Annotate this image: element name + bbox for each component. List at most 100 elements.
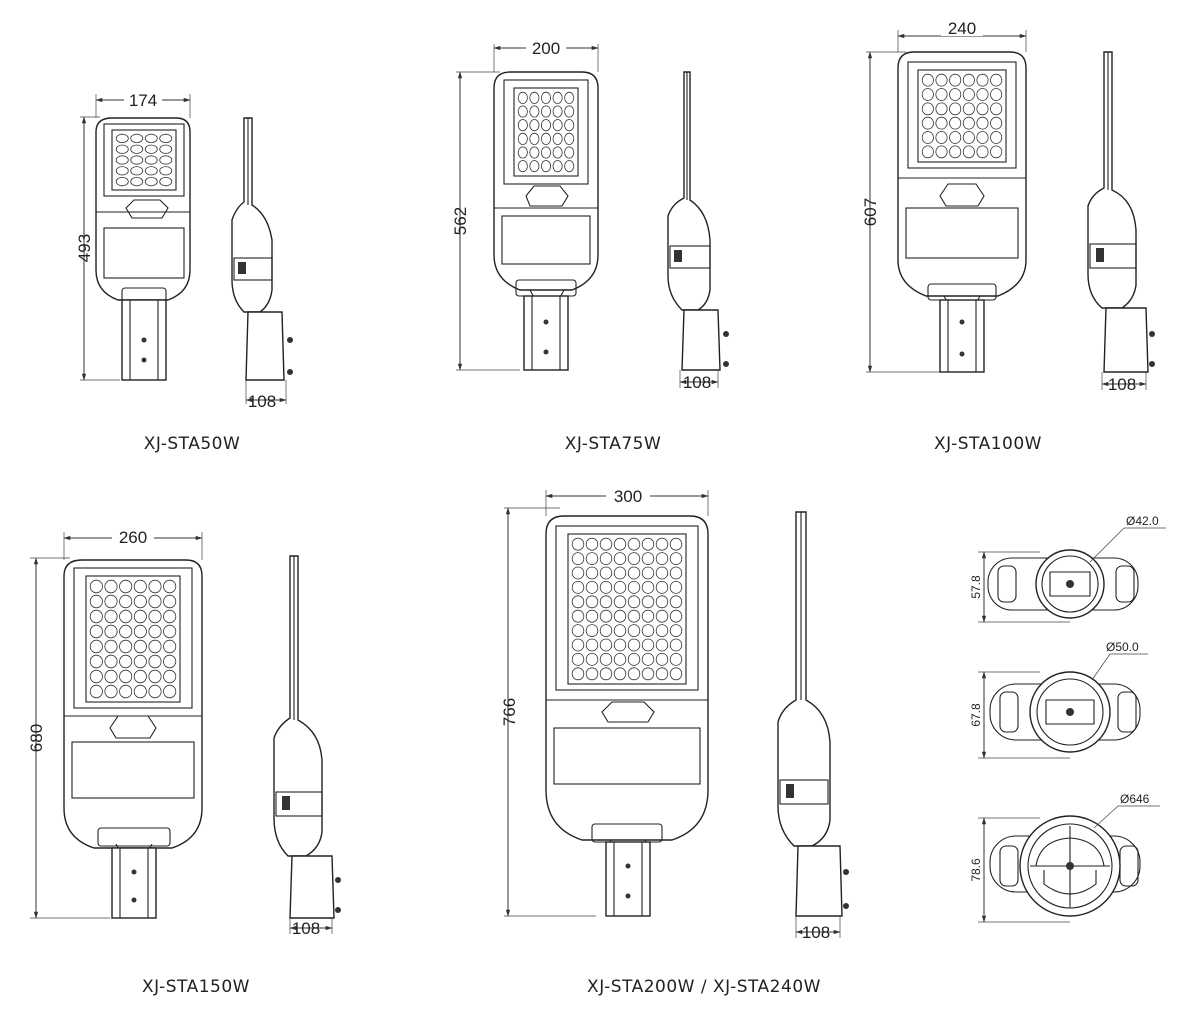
led-chip <box>159 133 173 143</box>
led-chip <box>104 624 118 639</box>
led-chip <box>133 654 147 669</box>
height-dimension: 562 <box>451 71 520 371</box>
mount-height-label: 67.8 <box>969 703 983 727</box>
led-chip <box>133 684 147 699</box>
led-chip <box>89 579 103 594</box>
led-chip <box>119 609 133 624</box>
led-chip <box>669 537 683 551</box>
led-chip <box>163 639 177 654</box>
led-chip <box>552 146 563 159</box>
height-label: 562 <box>451 207 470 235</box>
width-dimension: 300 <box>545 486 709 516</box>
led-chip <box>541 119 552 132</box>
led-chip <box>541 132 552 145</box>
led-chip <box>148 594 162 609</box>
led-chip <box>935 88 948 101</box>
led-chip <box>921 88 934 101</box>
side-view: 108 <box>777 511 849 942</box>
width-label: 300 <box>614 487 642 506</box>
led-chip <box>89 654 103 669</box>
led-chip <box>641 667 655 681</box>
model-caption: XJ-STA200W / XJ-STA240W <box>587 977 821 997</box>
mount-diameter-label: Ø42.0 <box>1126 514 1159 528</box>
led-chip <box>655 537 669 551</box>
led-chip <box>564 132 575 145</box>
led-chip <box>599 609 613 623</box>
led-chip <box>89 684 103 699</box>
led-chip <box>655 667 669 681</box>
led-chip <box>655 566 669 580</box>
led-chip <box>655 581 669 594</box>
width-dimension: 174 <box>95 88 191 118</box>
led-chip <box>115 177 129 187</box>
led-array <box>517 91 575 173</box>
led-chip <box>564 105 575 118</box>
led-chip <box>130 166 144 176</box>
led-chip <box>976 145 989 159</box>
led-chip <box>990 131 1003 144</box>
led-chip <box>669 552 683 565</box>
led-chip <box>627 595 641 609</box>
model-xj-sta100w: 240 607 <box>861 19 1155 454</box>
led-array <box>115 133 173 187</box>
led-chip <box>613 653 627 666</box>
led-chip <box>89 594 103 609</box>
led-chip <box>599 566 613 580</box>
led-chip <box>163 669 177 684</box>
led-chip <box>564 146 575 159</box>
led-chip <box>133 624 147 639</box>
led-chip <box>585 552 599 565</box>
led-chip <box>571 581 585 594</box>
led-chip <box>133 579 147 594</box>
width-label: 240 <box>948 19 976 38</box>
led-chip <box>949 73 962 87</box>
led-chip <box>585 667 599 681</box>
led-chip <box>655 595 669 609</box>
width-label: 174 <box>129 91 157 110</box>
led-chip <box>115 155 129 165</box>
led-chip <box>529 146 540 159</box>
led-chip <box>163 684 177 699</box>
led-chip <box>104 639 118 654</box>
led-chip <box>990 116 1003 130</box>
led-chip <box>529 105 540 118</box>
led-chip <box>517 160 528 173</box>
led-chip <box>641 609 655 623</box>
led-chip <box>962 88 975 101</box>
led-chip <box>517 91 528 104</box>
model-caption: XJ-STA75W <box>565 434 662 454</box>
side-width-label: 108 <box>802 923 830 942</box>
mount-detail-42: Ø42.0 57.8 <box>969 514 1166 623</box>
led-chip <box>159 144 173 154</box>
led-chip <box>148 624 162 639</box>
mount-height-label: 57.8 <box>969 575 983 599</box>
led-chip <box>599 653 613 666</box>
led-chip <box>148 654 162 669</box>
led-chip <box>144 144 158 154</box>
mount-detail-646: Ø646 78.6 <box>969 792 1160 923</box>
led-chip <box>976 102 989 116</box>
led-chip <box>130 155 144 165</box>
led-chip <box>627 552 641 565</box>
led-chip <box>599 624 613 637</box>
led-chip <box>541 105 552 118</box>
led-chip <box>641 595 655 609</box>
led-chip <box>613 624 627 637</box>
led-chip <box>641 537 655 551</box>
led-chip <box>921 145 934 159</box>
led-chip <box>585 595 599 609</box>
led-chip <box>564 119 575 132</box>
led-chip <box>627 624 641 637</box>
led-chip <box>104 609 118 624</box>
led-chip <box>599 581 613 594</box>
led-chip <box>669 595 683 609</box>
mount-diameter-label: Ø50.0 <box>1106 640 1139 654</box>
led-chip <box>163 579 177 594</box>
width-dimension: 240 <box>897 19 1027 52</box>
led-chip <box>613 638 627 652</box>
led-chip <box>921 116 934 130</box>
led-chip <box>517 132 528 145</box>
mount-diameter-label: Ø646 <box>1120 792 1150 806</box>
led-array <box>571 537 683 681</box>
model-xj-sta200w-240w: 300 766 <box>500 486 849 997</box>
